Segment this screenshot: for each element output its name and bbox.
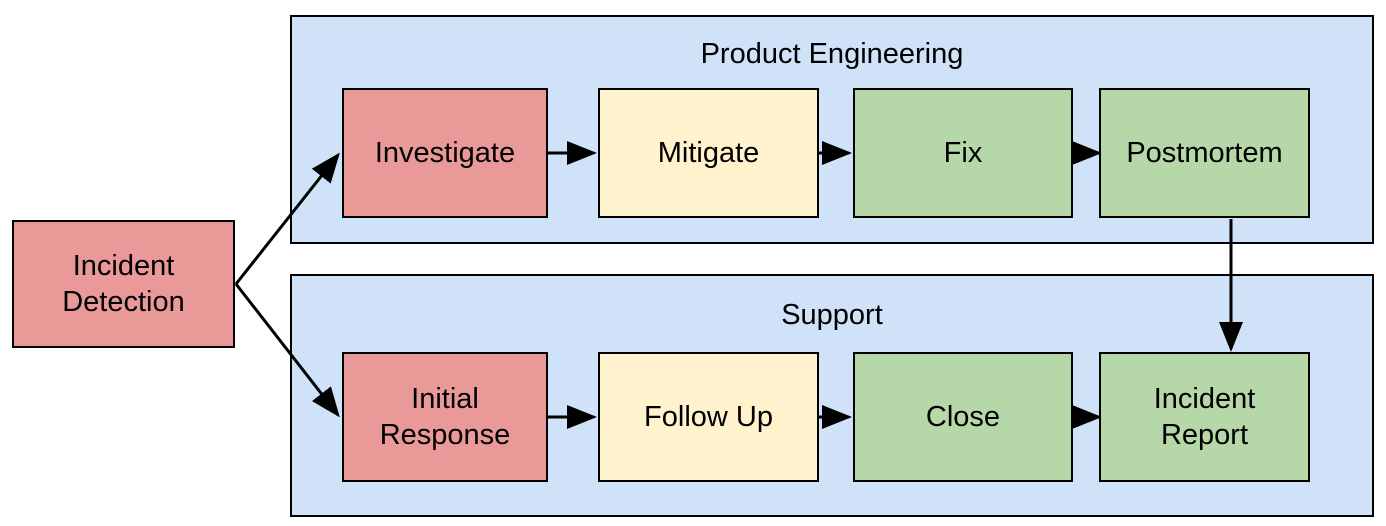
node-investigate[interactable]: Investigate xyxy=(342,88,548,218)
node-follow-up[interactable]: Follow Up xyxy=(598,352,819,482)
node-initial-response[interactable]: Initial Response xyxy=(342,352,548,482)
node-fix[interactable]: Fix xyxy=(853,88,1073,218)
swimlane-title-support: Support xyxy=(781,299,883,331)
swimlane-title-product-engineering: Product Engineering xyxy=(700,38,964,70)
node-mitigate[interactable]: Mitigate xyxy=(598,88,819,218)
node-incident-detection[interactable]: Incident Detection xyxy=(12,220,235,348)
node-incident-report[interactable]: Incident Report xyxy=(1099,352,1310,482)
node-postmortem[interactable]: Postmortem xyxy=(1099,88,1310,218)
node-close[interactable]: Close xyxy=(853,352,1073,482)
